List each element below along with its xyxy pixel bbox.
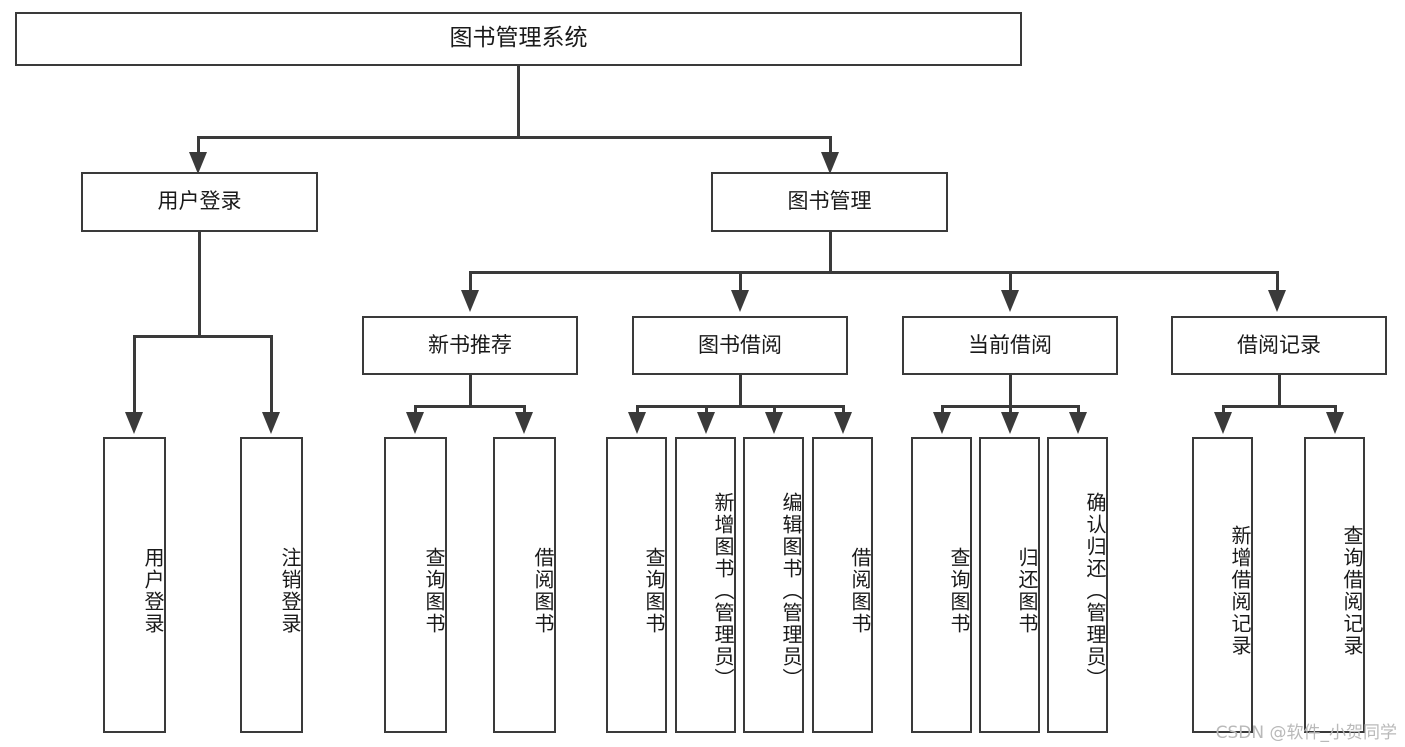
connector-cb-stem [1009,375,1012,407]
connector-nbr-stem [469,375,472,407]
connector-nbr-bar [414,405,526,408]
node-root[interactable]: 图书管理系统 [15,12,1022,66]
node-leaf-query-book-3-label: 查询图书 [947,547,971,635]
connector-root-stem [517,66,520,138]
node-root-label: 图书管理系统 [449,25,588,52]
node-book-manage[interactable]: 图书管理 [711,172,948,232]
node-leaf-confirm-return[interactable]: 确认归还（管理员） [1047,437,1108,733]
node-leaf-add-book-label: 新增图书（管理员） [711,492,735,690]
node-user-login-label: 用户登录 [157,189,242,214]
node-leaf-user-logout[interactable]: 注销登录 [240,437,303,733]
node-borrow-record-label: 借阅记录 [1237,332,1321,357]
arrowhead-leaf-add-book [697,412,715,434]
connector-bm-to-book-borrow [739,271,742,297]
arrowhead-leaf-confirm-return [1069,412,1087,434]
node-leaf-borrow-book-2[interactable]: 借阅图书 [812,437,873,733]
connector-br-bar [1222,405,1337,408]
connector-user-login-to-leaf1 [133,335,136,419]
node-leaf-confirm-return-label: 确认归还（管理员） [1083,492,1107,690]
arrowhead-leaf-query-book-2 [628,412,646,434]
connector-book-manage-stem [829,232,832,274]
connector-bb-bar [636,405,845,408]
node-borrow-record[interactable]: 借阅记录 [1171,316,1387,375]
node-leaf-query-record[interactable]: 查询借阅记录 [1304,437,1365,733]
arrowhead-leaf-query-record [1326,412,1344,434]
connector-root-to-user-login [197,136,200,160]
node-leaf-borrow-book-1[interactable]: 借阅图书 [493,437,556,733]
connector-user-login-bar [133,335,270,338]
arrowhead-borrow-record [1268,290,1286,312]
node-user-login[interactable]: 用户登录 [81,172,318,232]
connector-root-bar [197,136,831,139]
connector-br-stem [1278,375,1281,407]
node-leaf-edit-book[interactable]: 编辑图书（管理员） [743,437,804,733]
node-leaf-add-record-label: 新增借阅记录 [1228,525,1252,657]
arrowhead-leaf-query-book-1 [406,412,424,434]
node-book-manage-label: 图书管理 [787,189,872,214]
connector-bm-to-borrow-record [1276,271,1279,297]
connector-bb-stem [739,375,742,407]
node-leaf-add-record[interactable]: 新增借阅记录 [1192,437,1253,733]
node-book-borrow[interactable]: 图书借阅 [632,316,848,375]
node-leaf-add-book[interactable]: 新增图书（管理员） [675,437,736,733]
node-leaf-return-book-label: 归还图书 [1015,547,1039,635]
arrowhead-leaf-user-login [125,412,143,434]
connector-user-login-stem [198,232,201,337]
node-leaf-query-record-label: 查询借阅记录 [1340,525,1364,657]
node-leaf-borrow-book-1-label: 借阅图书 [531,547,555,635]
arrowhead-new-book-recommend [461,290,479,312]
arrowhead-leaf-borrow-book-1 [515,412,533,434]
arrowhead-book-borrow [731,290,749,312]
node-leaf-query-book-1-label: 查询图书 [422,547,446,635]
connector-bm-to-current-borrow [1009,271,1012,297]
arrowhead-leaf-return-book [1001,412,1019,434]
connector-book-manage-bar [469,271,1279,274]
arrowhead-user-login [189,152,207,174]
arrowhead-book-manage [821,152,839,174]
node-leaf-query-book-3[interactable]: 查询图书 [911,437,972,733]
node-new-book-recommend-label: 新书推荐 [428,332,512,357]
node-leaf-user-login-label: 用户登录 [141,547,165,635]
node-leaf-user-login[interactable]: 用户登录 [103,437,166,733]
node-leaf-user-logout-label: 注销登录 [278,547,302,635]
connector-root-to-book-manage [829,136,832,160]
connector-bm-to-new-book [469,271,472,297]
node-current-borrow-label: 当前借阅 [968,332,1052,357]
node-book-borrow-label: 图书借阅 [698,332,782,357]
arrowhead-leaf-borrow-book-2 [834,412,852,434]
node-leaf-query-book-2[interactable]: 查询图书 [606,437,667,733]
arrowhead-leaf-edit-book [765,412,783,434]
arrowhead-leaf-user-logout [262,412,280,434]
node-leaf-return-book[interactable]: 归还图书 [979,437,1040,733]
csdn-watermark: CSDN @软件_小贺同学 [1215,723,1397,743]
node-leaf-edit-book-label: 编辑图书（管理员） [779,492,803,690]
connector-user-login-to-leaf2 [270,335,273,419]
arrowhead-leaf-add-record [1214,412,1232,434]
node-leaf-borrow-book-2-label: 借阅图书 [848,547,872,635]
node-leaf-query-book-1[interactable]: 查询图书 [384,437,447,733]
node-leaf-query-book-2-label: 查询图书 [642,547,666,635]
node-new-book-recommend[interactable]: 新书推荐 [362,316,578,375]
node-current-borrow[interactable]: 当前借阅 [902,316,1118,375]
arrowhead-leaf-query-book-3 [933,412,951,434]
arrowhead-current-borrow [1001,290,1019,312]
